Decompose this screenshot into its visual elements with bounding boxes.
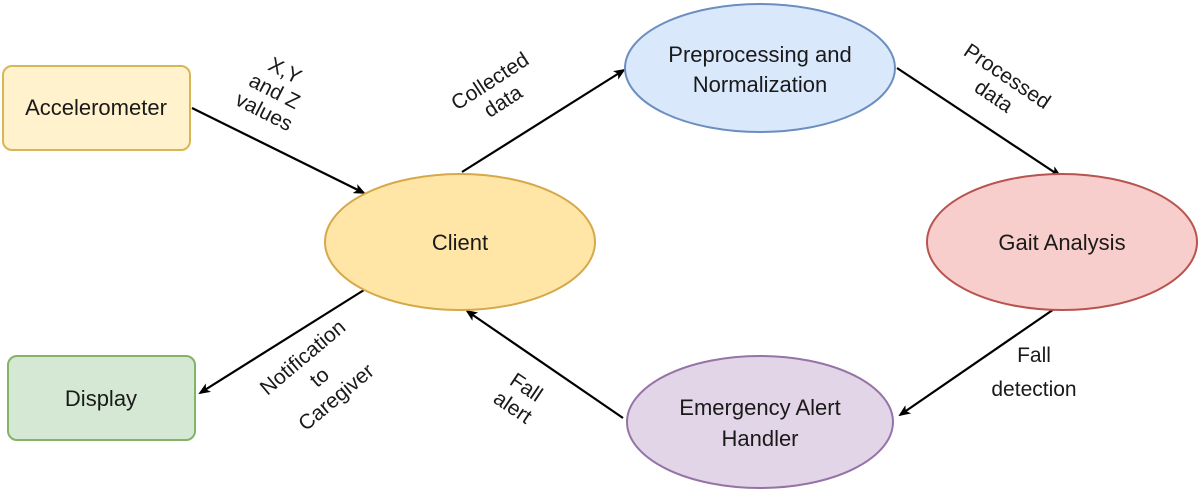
edge-emergency-to-client <box>465 309 624 419</box>
display-label: Display <box>65 386 137 411</box>
display-box <box>7 355 196 441</box>
node-display: Display <box>7 355 196 441</box>
preprocessing-label-line2: Normalization <box>693 72 828 97</box>
client-label: Client <box>432 230 488 255</box>
client-ellipse <box>324 173 596 311</box>
edge-label-processed-data: Processed data <box>959 39 1054 117</box>
edge-label-notification: Notification to Caregiver <box>256 316 379 436</box>
edge-label-collected-data: Collected data <box>447 48 533 122</box>
node-accelerometer: Accelerometer <box>2 65 191 151</box>
fall-detection-label-line2: detection <box>991 378 1076 401</box>
edge-preprocessing-to-gait <box>896 67 1062 178</box>
preprocessing-ellipse <box>624 3 896 133</box>
emergency-ellipse <box>626 355 894 489</box>
edge-gait-to-emergency <box>898 306 1058 417</box>
emergency-label: Emergency Alert <box>679 395 840 420</box>
edge-client-to-display <box>198 289 365 395</box>
gait-label: Gait Analysis <box>998 230 1125 255</box>
preprocessing-label: Preprocessing and <box>668 42 851 67</box>
node-client: Client <box>324 173 596 311</box>
edge-label-xyz-values: X,Y and Z values <box>232 53 305 136</box>
edge-label-fall-detection: Fall detection <box>991 344 1076 401</box>
node-emergency-alert-handler: Emergency Alert Handler <box>626 355 894 489</box>
node-gait-analysis: Gait Analysis <box>926 173 1198 311</box>
gait-ellipse <box>926 173 1198 311</box>
edge-client-to-preprocessing <box>461 68 626 173</box>
accelerometer-label: Accelerometer <box>25 95 167 120</box>
emergency-label-line2: Handler <box>721 426 798 451</box>
fall-detection-label-line1: Fall <box>1017 344 1051 367</box>
notification-label-line3: Caregiver <box>294 359 379 435</box>
edge-accelerometer-to-client <box>191 107 366 194</box>
edge-label-fall-alert: Fall alert <box>489 369 546 429</box>
node-preprocessing: Preprocessing and Normalization <box>624 3 896 133</box>
accelerometer-box <box>2 65 191 151</box>
